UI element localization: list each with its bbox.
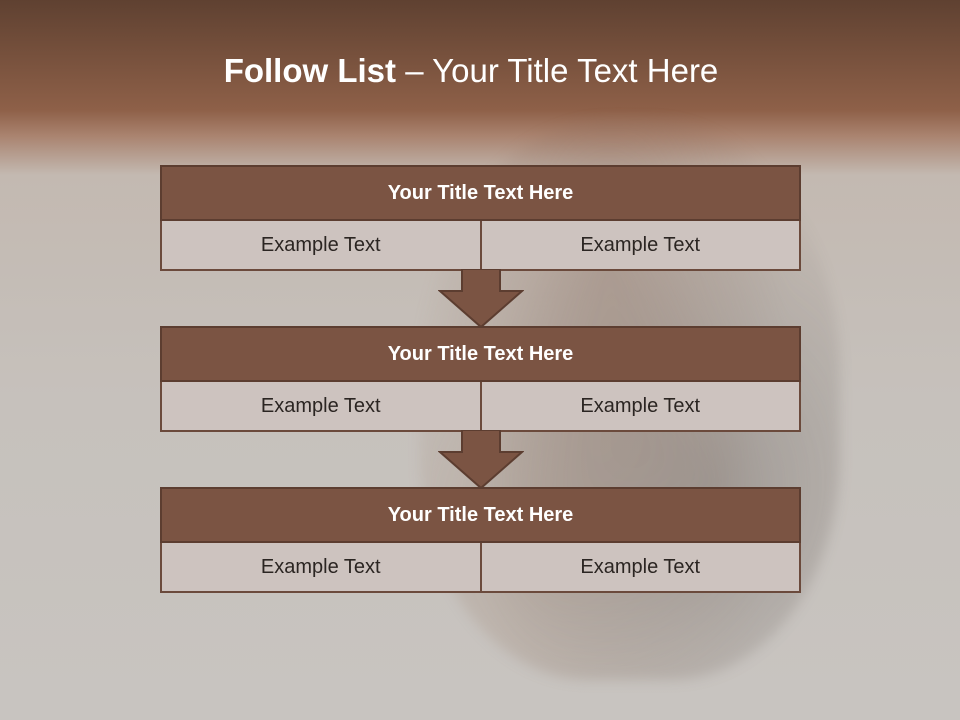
step-title-1: Your Title Text Here — [160, 165, 801, 221]
down-arrow-icon-2 — [438, 430, 524, 490]
step-1-left-text: Example Text — [260, 233, 381, 256]
step-row-3: Example Text Example Text — [160, 543, 801, 593]
step-block-2: Your Title Text Here Example Text Exampl… — [160, 326, 801, 432]
step-block-3: Your Title Text Here Example Text Exampl… — [160, 487, 801, 593]
slide-title-bold: Follow List — [223, 52, 397, 89]
step-1-right-text: Example Text — [479, 221, 800, 269]
slide-title-rest: – Your Title Text Here — [396, 52, 719, 89]
step-title-2: Your Title Text Here — [160, 326, 801, 382]
step-2-left-text: Example Text — [260, 394, 381, 417]
step-row-1: Example Text Example Text — [160, 221, 801, 271]
step-title-3: Your Title Text Here — [160, 487, 801, 543]
slide-title: Follow List – Your Title Text Here — [0, 52, 942, 90]
down-arrow-icon-1 — [438, 269, 524, 329]
step-3-right-text: Example Text — [479, 543, 800, 591]
step-2-right-text: Example Text — [479, 382, 800, 430]
step-block-1: Your Title Text Here Example Text Exampl… — [160, 165, 801, 271]
step-3-left-text: Example Text — [260, 555, 381, 578]
step-row-2: Example Text Example Text — [160, 382, 801, 432]
